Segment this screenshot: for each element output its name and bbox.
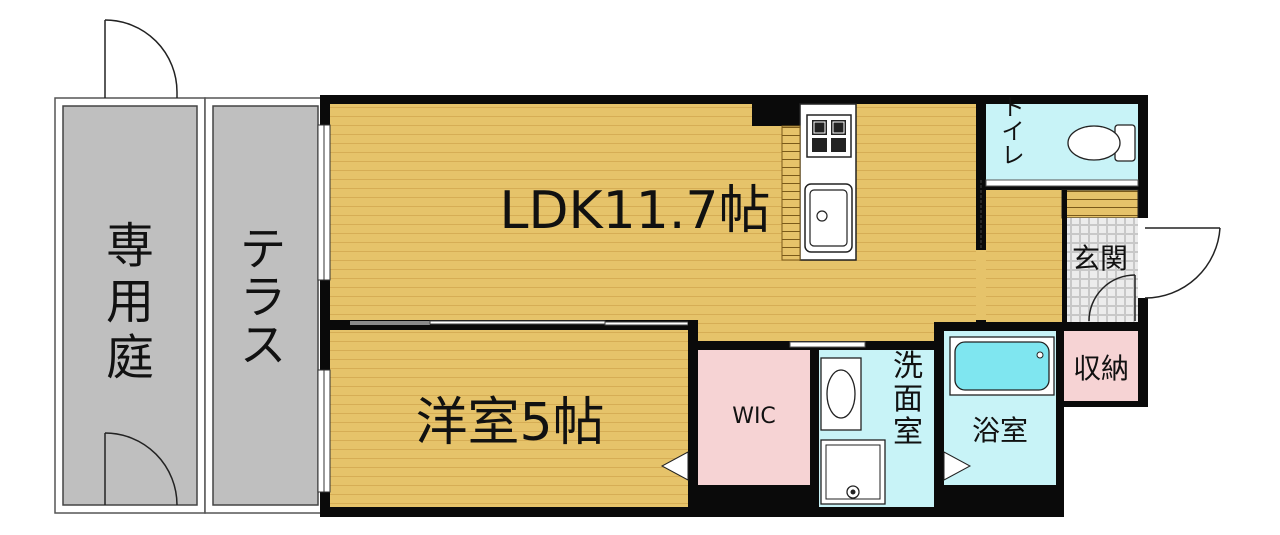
partition-wall <box>330 320 690 330</box>
storage-floor <box>1064 331 1138 401</box>
wic-right-wall <box>810 350 819 507</box>
window[interactable] <box>317 369 331 493</box>
door-swing-icon <box>1144 227 1221 299</box>
room-label-toilet: トイレ <box>1002 95 1025 169</box>
room-label-wic: WIC <box>732 404 776 429</box>
toilet-icon <box>1067 124 1136 162</box>
kitchen-bar-counter <box>781 125 801 261</box>
room-label-bedroom: 洋室5帖 <box>415 393 604 453</box>
door-swing-icon <box>104 19 178 98</box>
washroom-door[interactable] <box>789 341 866 348</box>
door-swing-icon <box>1088 274 1136 322</box>
room-label-garden-text: 専用庭 <box>106 218 154 386</box>
wash-basin-icon <box>820 357 862 431</box>
door-opening-marker <box>943 451 972 481</box>
hall-right-wall <box>1062 190 1067 322</box>
room-label-toilet-text: トイレ <box>1002 95 1025 169</box>
room-label-terrace-text: テラス <box>240 222 286 372</box>
outside-notch <box>1064 407 1154 522</box>
door-swing-icon <box>104 432 178 506</box>
sliding-door-track[interactable] <box>350 321 430 325</box>
room-label-ldk: LDK11.7帖 <box>500 181 771 241</box>
terrace-area <box>204 97 323 514</box>
room-label-entrance: 玄関 <box>1072 242 1128 275</box>
kitchen-column <box>752 104 800 126</box>
bath-left-wall <box>934 322 944 507</box>
terrace-fill <box>212 105 319 506</box>
entrance-door-opening[interactable] <box>1138 218 1152 298</box>
kitchen-sink-icon <box>804 183 853 253</box>
hall-floor <box>986 190 1062 322</box>
wic-floor <box>698 350 810 485</box>
room-label-washroom: 洗面室 <box>893 349 923 450</box>
entrance-step <box>1061 189 1139 219</box>
room-label-garden: 専用庭 <box>106 218 154 386</box>
washing-machine-pan-icon <box>820 439 886 505</box>
bedroom-floor <box>330 332 688 507</box>
sliding-door-panel[interactable] <box>604 321 689 326</box>
bath-top-wall <box>934 322 1064 331</box>
bathtub-icon <box>949 336 1055 396</box>
garden-fill <box>62 105 198 506</box>
room-label-bathroom: 浴室 <box>972 414 1028 447</box>
gas-stove-icon <box>806 114 852 158</box>
entrance-floor <box>1062 218 1138 322</box>
hall-opening <box>976 250 986 320</box>
bedroom-right-wall <box>688 320 698 507</box>
sliding-door-panel[interactable] <box>429 320 606 325</box>
door-opening-marker <box>660 451 689 481</box>
toilet-door[interactable] <box>985 179 1139 187</box>
window[interactable] <box>317 124 331 281</box>
room-label-terrace: テラス <box>240 222 286 372</box>
room-label-storage: 収納 <box>1073 352 1129 385</box>
ldk-floor <box>330 104 976 322</box>
garden-area <box>54 97 206 514</box>
room-label-washroom-text: 洗面室 <box>893 349 923 450</box>
